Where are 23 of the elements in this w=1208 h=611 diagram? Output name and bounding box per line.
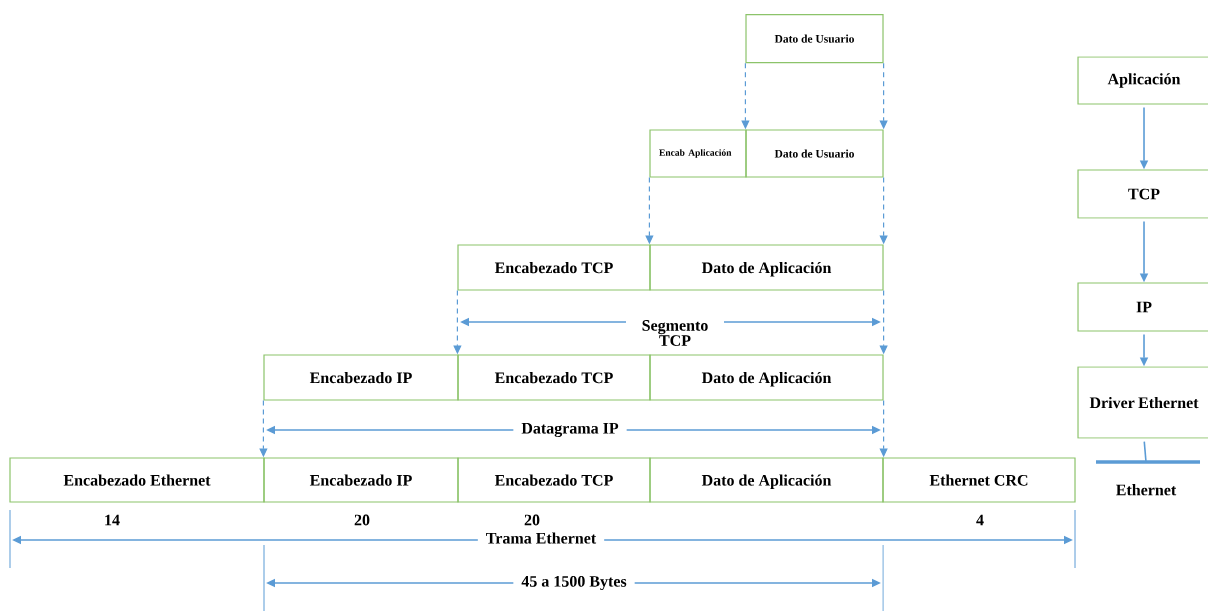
dimension-label: Datagrama IP — [513, 422, 627, 438]
packet-field: Encab Aplicación — [649, 129, 747, 178]
layer-box: TCP — [1077, 169, 1208, 219]
connector-line — [1143, 440, 1147, 463]
layer-box: Driver Ethernet — [1077, 366, 1208, 439]
layer-box: Aplicación — [1077, 56, 1208, 105]
packet-field: Encabezado IP — [263, 457, 459, 503]
packet-field: Encabezado Ethernet — [9, 457, 265, 503]
packet-field: Encabezado TCP — [457, 457, 651, 503]
packet-field: Encabezado TCP — [457, 354, 651, 401]
dimension-label: 45 a 1500 Bytes — [513, 574, 635, 592]
dimension-label: Trama Ethernet — [477, 531, 605, 545]
packet-field: Dato de Usuario — [745, 129, 884, 178]
packet-field: Dato de Usuario — [745, 14, 884, 64]
packet-field: Dato de Aplicación — [649, 244, 884, 291]
dimension-label: Segmento TCP — [626, 317, 724, 349]
packet-field: Dato de Aplicación — [649, 354, 884, 401]
network-label: Ethernet — [1116, 484, 1177, 496]
packet-field: Encabezado IP — [263, 354, 459, 401]
packet-field: Dato de Aplicación — [649, 457, 884, 503]
packet-field: Encabezado TCP — [457, 244, 651, 291]
layer-box: IP — [1077, 282, 1208, 332]
packet-field: Ethernet CRC — [882, 457, 1076, 503]
